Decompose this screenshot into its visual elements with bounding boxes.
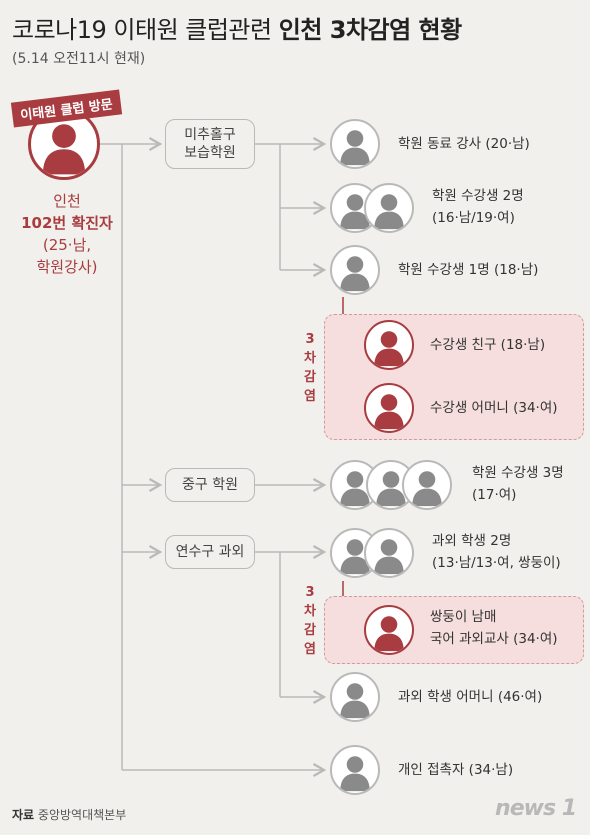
person-label-students3: 학원 수강생 3명(17·여) — [472, 465, 564, 503]
person-label-friend: 수강생 친구 (18·남) — [430, 337, 546, 353]
title-bold: 인천 3차감염 현황 — [278, 16, 462, 44]
person-label-tutoring-mother: 과외 학생 어머니 (46·여) — [398, 689, 543, 705]
index-patient-label: 인천 102번 확진자 (25·남, 학원강사) — [21, 192, 113, 276]
person-icon — [330, 672, 380, 722]
person-icon — [364, 528, 414, 578]
person-icon — [330, 745, 380, 795]
person-label-students2: 학원 수강생 2명(16·남/19·여) — [432, 188, 524, 226]
person-label-student1: 학원 수강생 1명 (18·남) — [398, 262, 539, 278]
person-icon — [330, 245, 380, 295]
person-red-icon — [364, 320, 414, 370]
page-title: 코로나19 이태원 클럽관련 인천 3차감염 현황 — [12, 10, 462, 45]
news1-logo: news 1 — [495, 796, 577, 821]
person-label-coworker: 학원 동료 강사 (20·남) — [398, 136, 530, 152]
person-red-icon — [364, 605, 414, 655]
tertiary-box-1 — [324, 314, 584, 440]
person-red-icon — [364, 383, 414, 433]
person-label-mother: 수강생 어머니 (34·여) — [430, 400, 558, 416]
subtitle: (5.14 오전11시 현재) — [12, 51, 146, 67]
hub-junggu-academy: 중구 학원 — [165, 468, 255, 502]
source-credit: 자료 중앙방역대책본부 — [12, 808, 127, 822]
person-label-tutoring2: 과외 학생 2명(13·남/13·여, 쌍둥이) — [432, 533, 561, 571]
hub-yeonsu-tutoring: 연수구 과외 — [165, 535, 255, 569]
person-icon — [330, 119, 380, 169]
person-label-personal-contact: 개인 접촉자 (34·남) — [398, 762, 514, 778]
person-icon — [402, 460, 452, 510]
title-prefix: 코로나19 이태원 클럽관련 — [12, 16, 272, 44]
person-icon — [364, 183, 414, 233]
